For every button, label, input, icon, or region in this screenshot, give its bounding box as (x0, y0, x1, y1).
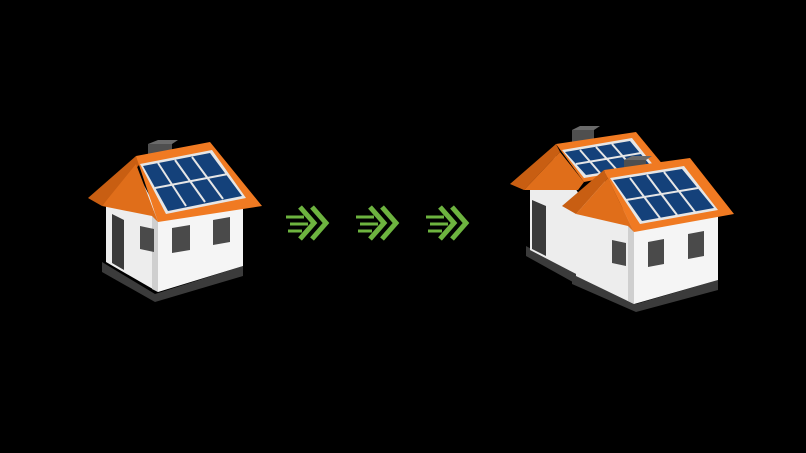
solar-panel-icon (140, 150, 246, 214)
forward-arrow-icon (426, 205, 470, 241)
forward-arrow-icon (356, 205, 400, 241)
forward-arrow-icon (286, 205, 330, 241)
single-solar-house-icon (88, 140, 262, 302)
double-solar-house-icon (510, 126, 734, 312)
front-house (562, 156, 734, 312)
door-icon (112, 214, 124, 270)
